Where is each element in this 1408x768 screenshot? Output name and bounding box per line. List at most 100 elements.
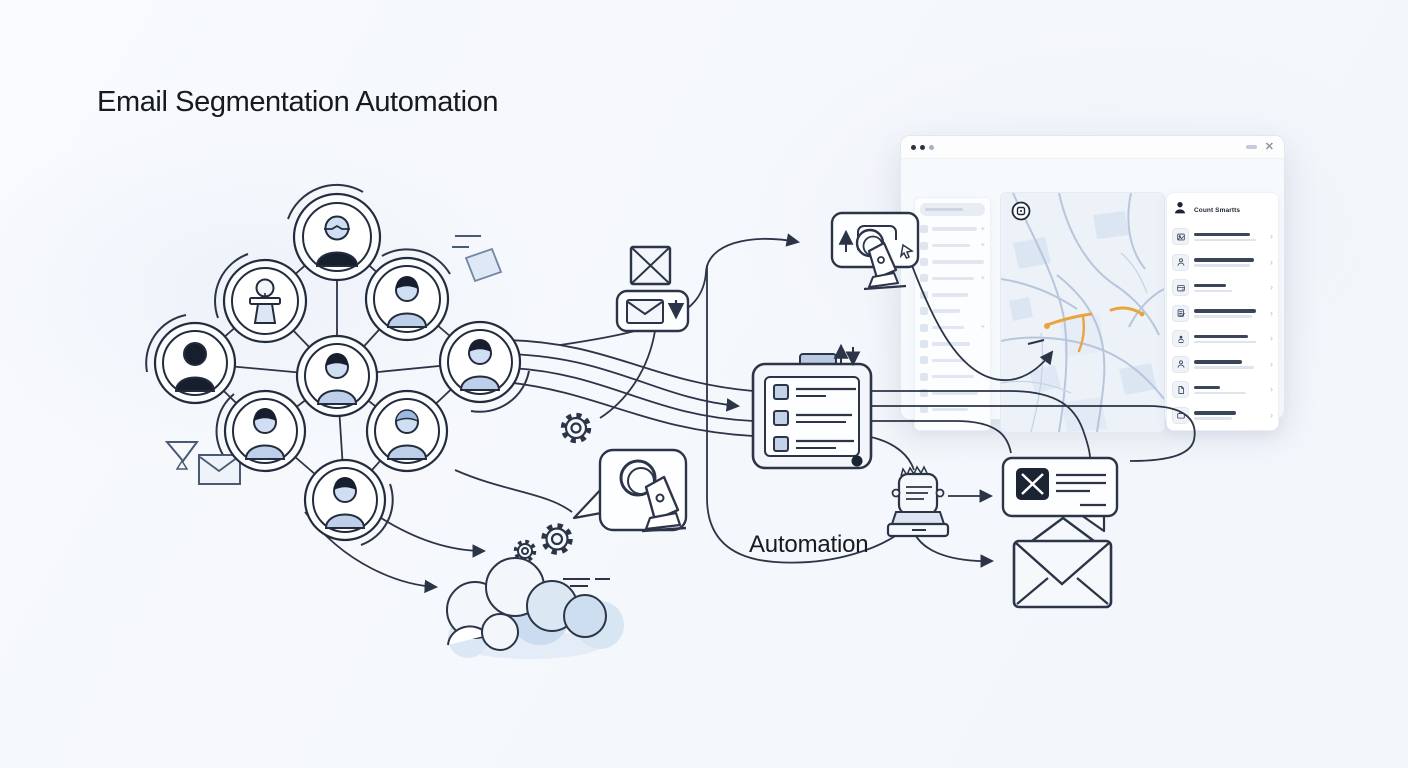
avatar-light	[365, 389, 449, 473]
sidebar-list-item[interactable]	[920, 287, 985, 303]
contact-text-bars	[1194, 334, 1256, 343]
minimize-icon[interactable]	[1245, 145, 1257, 149]
list-item-action[interactable]: +	[980, 324, 985, 332]
gear-icon	[513, 539, 537, 563]
list-item-action[interactable]: +	[980, 274, 985, 282]
sidebar-list-item[interactable]	[920, 336, 985, 352]
envelope-icon	[1012, 516, 1113, 609]
email-dark-icon	[1016, 468, 1049, 500]
chevron-right-icon: ›	[1270, 256, 1273, 267]
list-item-text-bar	[932, 358, 966, 363]
gear-icon	[541, 523, 573, 555]
contacts-panel: Count Smartts ››››››››	[1166, 192, 1279, 431]
checkbox-icon	[773, 384, 789, 452]
chevron-right-icon: ›	[1270, 384, 1273, 395]
list-item-text-bar	[932, 342, 970, 346]
sidebar-list-item[interactable]	[920, 369, 985, 385]
avatar-dark	[153, 321, 237, 405]
message-bubble	[1001, 456, 1119, 533]
close-icon[interactable]: ✕	[1264, 140, 1274, 153]
sidebar-list-item[interactable]	[920, 401, 985, 417]
browser-content: + + + +	[901, 159, 1284, 433]
sidebar-list-item[interactable]	[920, 303, 985, 319]
map-canvas	[1001, 193, 1164, 432]
map-badge-icon[interactable]	[1011, 201, 1031, 221]
list-item-icon	[920, 339, 928, 348]
browser-sidebar: + + + +	[914, 197, 991, 431]
person-icon	[1172, 355, 1189, 373]
contacts-header: Count Smartts	[1172, 198, 1273, 222]
sidebar-list-item[interactable]	[920, 385, 985, 401]
contact-list-item[interactable]: ›	[1172, 352, 1273, 378]
contacts-title: Count Smartts	[1194, 206, 1241, 214]
sidebar-list-item[interactable]: +	[920, 270, 985, 286]
chevron-right-icon: ›	[1270, 231, 1273, 242]
list-item-text-bar	[932, 407, 968, 412]
list-item-icon	[920, 257, 928, 266]
contact-list-item[interactable]: ›	[1172, 250, 1273, 276]
speed-dashes	[563, 578, 610, 587]
sidebar-list-item[interactable]	[920, 254, 985, 270]
list-item-icon	[920, 225, 928, 234]
list-item-icon	[920, 372, 928, 381]
sidebar-list-item[interactable]: +	[920, 221, 985, 237]
contact-list-item[interactable]: ›	[1172, 224, 1273, 250]
contact-list-item[interactable]: ›	[1172, 275, 1273, 301]
sidebar-list-item[interactable]: +	[920, 319, 985, 335]
window-dot-icon[interactable]	[920, 144, 925, 150]
list-item-text-bar	[932, 325, 964, 330]
contact-list-item[interactable]: ›	[1172, 403, 1273, 429]
list-item-icon	[920, 389, 928, 398]
person-icon	[1172, 253, 1189, 271]
sidebar-list-item[interactable]	[920, 352, 985, 368]
contact-text-bars	[1194, 258, 1254, 267]
contact-text-bars	[1194, 283, 1232, 292]
list-item-action[interactable]: +	[980, 225, 985, 233]
contacts-list: ››››››››	[1172, 224, 1273, 428]
audience-network	[153, 192, 522, 542]
page-title: Email Segmentation Automation	[97, 86, 499, 118]
chevron-right-icon: ›	[1270, 333, 1273, 344]
gear-icon	[560, 412, 592, 444]
avatar-person	[438, 320, 522, 404]
list-item-text-bar	[932, 391, 978, 395]
doc-icon	[1172, 304, 1189, 322]
map-panel[interactable]	[1000, 192, 1165, 433]
small-envelope-icon	[198, 454, 241, 485]
contact-list-item[interactable]: ›	[1172, 301, 1273, 327]
list-item-action[interactable]: +	[980, 242, 985, 250]
avatar-speaker-podium	[222, 258, 308, 344]
automation-label: Automation	[749, 531, 869, 558]
wallet-icon	[1172, 279, 1189, 297]
contact-text-bars	[1194, 411, 1236, 420]
list-item-icon	[920, 356, 928, 365]
list-item-text-bar	[932, 293, 968, 297]
paper-note-icon	[452, 235, 503, 283]
window-controls[interactable]	[911, 144, 934, 150]
list-item-icon	[920, 274, 928, 283]
browser-titlebar: ✕	[901, 136, 1284, 159]
network-edges	[194, 236, 481, 501]
cursor-click-icon	[619, 459, 687, 533]
avatar-person	[364, 256, 450, 342]
cloud-processing	[446, 523, 624, 659]
list-item-text-bar	[932, 260, 984, 264]
contact-text-bars	[1194, 385, 1246, 394]
avatar-person	[295, 334, 379, 418]
contact-text-bars	[1194, 360, 1254, 369]
window-dot-icon[interactable]	[929, 144, 934, 150]
contact-list-item[interactable]: ›	[1172, 377, 1273, 403]
cursor-bubble	[572, 448, 688, 533]
contact-list-item[interactable]: ›	[1172, 326, 1273, 352]
agent-bot	[886, 465, 950, 538]
sidebar-list-item[interactable]: +	[920, 237, 985, 253]
contact-text-bars	[1194, 309, 1256, 318]
cloud-icons	[446, 557, 624, 659]
decorative-arcs	[145, 183, 530, 546]
list-item-text-bar	[932, 276, 974, 281]
sync-arrows-icon	[833, 343, 861, 367]
window-dot-icon[interactable]	[911, 144, 916, 150]
search-input[interactable]	[920, 203, 985, 216]
email-download-icon	[615, 289, 690, 333]
photo-icon	[1172, 228, 1189, 246]
